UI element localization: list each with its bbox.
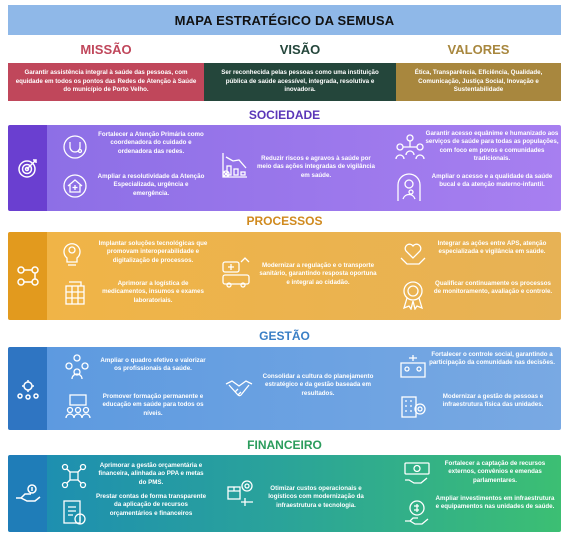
gestao-heading: GESTÃO	[259, 329, 310, 343]
financeiro-item-4: Fortalecer a captação de recursos extern…	[444, 460, 546, 484]
process-flow-icon	[8, 232, 47, 320]
lightbulb-icon	[61, 240, 83, 268]
financeiro-band: Aprimorar a gestão orçamentária e financ…	[8, 455, 561, 532]
processos-item-1: Implantar soluções tecnológicas que prom…	[98, 240, 208, 264]
page-title: MAPA ESTRATÉGICO DA SEMUSA	[8, 5, 561, 35]
people-network-icon	[395, 133, 425, 161]
valores-heading: VALORES	[447, 42, 510, 57]
stethoscope-icon	[62, 134, 88, 160]
handshake-icon	[225, 378, 253, 400]
sociedade-item-2: Ampliar a resolutividade da Atenção Espe…	[97, 173, 205, 197]
training-icon	[64, 393, 92, 419]
missao-text: Garantir assistência integral à saúde da…	[8, 63, 204, 101]
award-badge-icon	[400, 280, 426, 310]
financeiro-item-5: Ampliar investimentos em infraestrutura …	[435, 495, 555, 511]
report-document-icon	[61, 499, 87, 527]
gestao-band: Ampliar o quadro efetivo e valorizar os …	[8, 347, 561, 430]
team-gear-icon	[8, 347, 47, 430]
processos-band: Implantar soluções tecnológicas que prom…	[8, 232, 561, 320]
valores-text: Ética, Transparência, Eficiência, Qualid…	[396, 63, 561, 101]
sociedade-item-4: Garantir acesso equânime e humanizado ao…	[425, 130, 559, 163]
processos-item-2: Aprimorar a logística de medicamentos, i…	[102, 280, 204, 304]
missao-heading: MISSÃO	[80, 42, 132, 57]
gestao-item-1: Ampliar o quadro efetivo e valorizar os …	[100, 357, 206, 373]
gestao-item-5: Modernizar a gestão de pessoas e infraes…	[442, 393, 544, 409]
financeiro-item-1: Aprimorar a gestão orçamentária e financ…	[98, 462, 204, 486]
building-gear-icon	[399, 391, 427, 419]
financeiro-item-3: Otimizar custos operacionais e logístico…	[268, 485, 364, 509]
money-bills-icon	[403, 460, 431, 488]
processos-heading: PROCESSOS	[246, 214, 323, 228]
gestao-item-4: Fortalecer o controle social, garantindo…	[429, 351, 555, 367]
budget-network-icon	[61, 463, 87, 489]
team-icon	[64, 353, 90, 381]
processos-item-5: Qualificar continuamente os processos de…	[433, 280, 553, 296]
gestao-item-2: Promover formação permanente e educação …	[102, 393, 204, 417]
hospital-icon	[62, 173, 88, 199]
sociedade-item-5: Ampliar o acesso e a qualidade da saúde …	[431, 173, 553, 189]
financeiro-item-2: Prestar contas de forma transparente da …	[95, 493, 207, 517]
sociedade-band: Fortalecer a Atenção Primária como coord…	[8, 125, 561, 211]
sociedade-item-1: Fortalecer a Atenção Primária como coord…	[98, 131, 204, 155]
mother-baby-icon	[395, 173, 423, 203]
processos-item-3: Modernizar a regulação e o transporte sa…	[259, 262, 377, 286]
visao-text: Ser reconhecida pelas pessoas como uma i…	[204, 63, 396, 101]
gestao-item-3: Consolidar a cultura do planejamento est…	[262, 373, 374, 397]
financeiro-heading: FINANCEIRO	[247, 438, 322, 452]
ambulance-icon	[219, 254, 253, 288]
chart-down-icon	[220, 150, 250, 180]
sociedade-item-3: Reduzir riscos e agravos à saúde por mei…	[257, 155, 375, 179]
money-hand-icon	[8, 455, 47, 532]
heart-hands-icon	[399, 238, 427, 266]
money-growth-icon	[403, 499, 431, 529]
processos-item-4: Integrar as ações entre APS, atenção esp…	[437, 240, 547, 256]
target-icon	[8, 125, 47, 211]
sociedade-heading: SOCIEDADE	[248, 108, 321, 122]
cost-optimization-icon	[225, 477, 255, 507]
community-icon	[399, 353, 427, 379]
boxes-icon	[63, 280, 87, 306]
visao-heading: VISÃO	[279, 42, 321, 57]
